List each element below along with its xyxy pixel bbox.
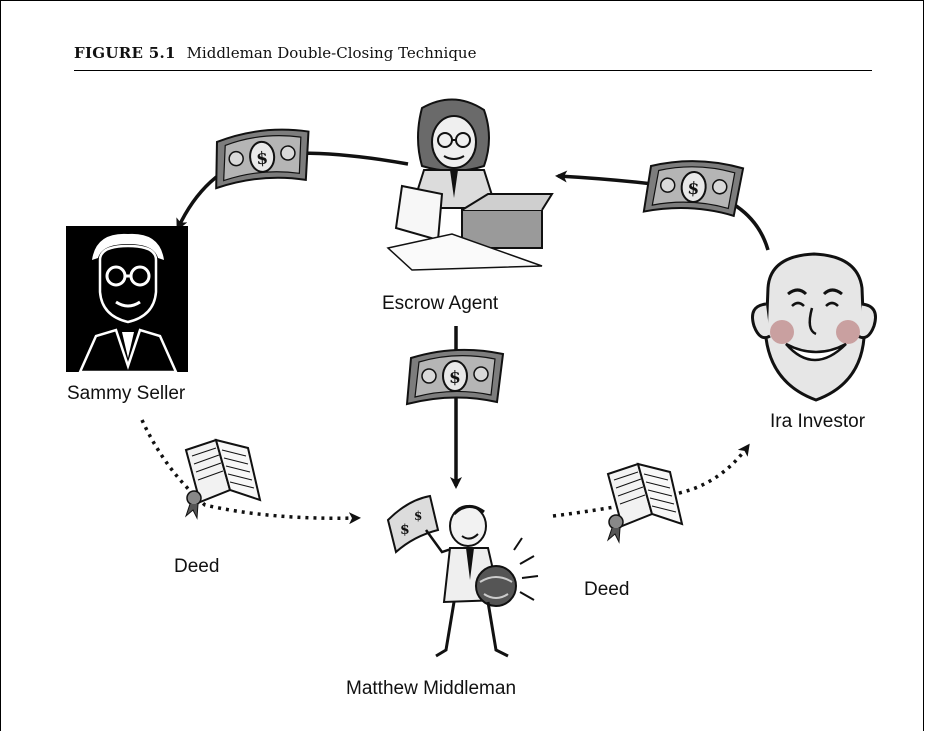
deed-scroll-icon	[607, 463, 683, 543]
deed-flow-seller-to-middleman	[140, 419, 361, 525]
deed-flow-middleman-to-investor	[552, 443, 750, 518]
escrow-agent-label: Escrow Agent	[382, 293, 499, 314]
ira-investor-label: Ira Investor	[770, 411, 866, 432]
deed-label-left: Deed	[174, 556, 219, 577]
dollar-bill-icon	[211, 126, 313, 190]
svg-text:$: $	[400, 522, 410, 538]
matthew-middleman-label: Matthew Middleman	[346, 678, 516, 699]
middleman-icon: $ $	[386, 494, 539, 658]
figure-caption: FIGURE 5.1 Middleman Double-Closing Tech…	[74, 44, 872, 71]
dollar-bill-icon	[406, 348, 504, 405]
figure-title: Middleman Double-Closing Technique	[186, 44, 477, 62]
sammy-seller-label: Sammy Seller	[67, 383, 186, 404]
deed-scroll-icon	[185, 439, 261, 519]
escrow-agent-icon	[386, 98, 554, 271]
seller-portrait-icon	[66, 226, 188, 374]
dollar-bill-icon	[642, 156, 745, 220]
svg-text:$: $	[414, 509, 422, 523]
investor-face-icon	[751, 252, 877, 402]
deed-label-right: Deed	[584, 579, 629, 600]
figure-label: FIGURE 5.1	[74, 44, 176, 62]
